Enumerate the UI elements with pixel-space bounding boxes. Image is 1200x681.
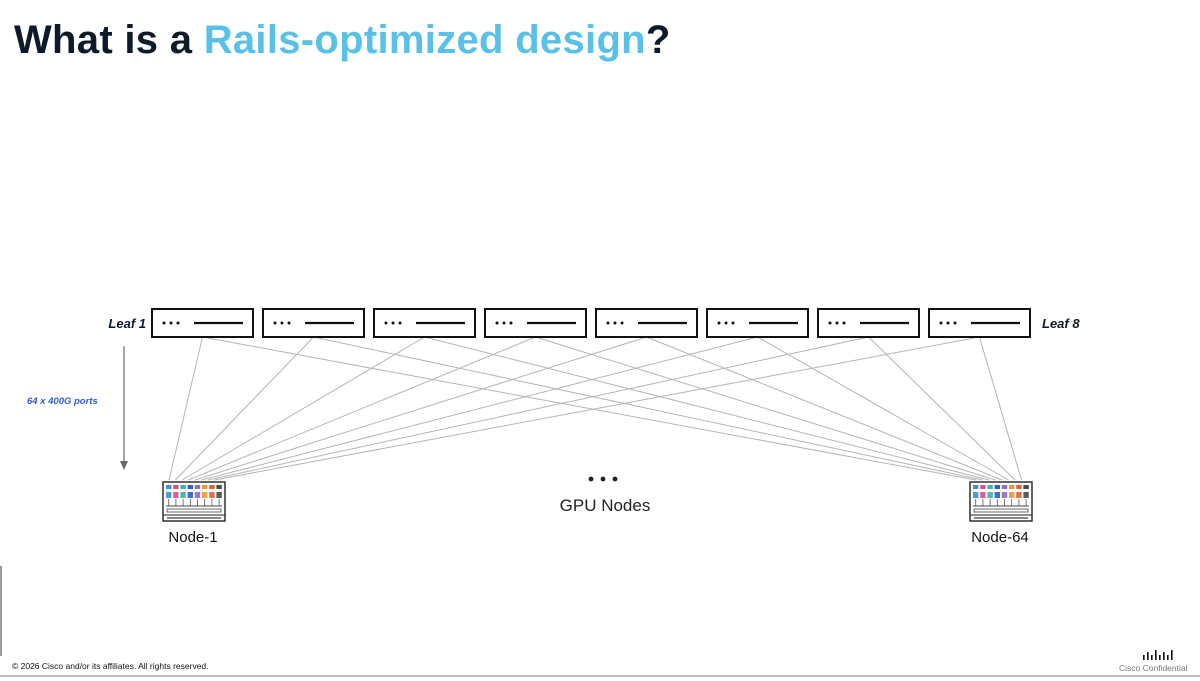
- left-edge-bar: [0, 566, 2, 656]
- link-line: [202, 336, 977, 481]
- node-last-label: Node-64: [971, 529, 1029, 546]
- gpu-server-icon: [969, 481, 1033, 522]
- link-line: [168, 336, 203, 481]
- node-first-label: Node-1: [168, 529, 217, 546]
- link-line: [194, 336, 647, 481]
- switch-icon: [484, 308, 587, 338]
- link-line: [175, 336, 314, 481]
- cisco-bridge-logo: [1143, 650, 1173, 660]
- footer-divider: [0, 675, 1200, 677]
- switch-icon: [262, 308, 365, 338]
- link-line: [201, 336, 758, 481]
- leaf-switches: [151, 308, 1031, 338]
- link-line: [424, 336, 990, 481]
- gpu-server-icon: [162, 481, 226, 522]
- switch-icon: [151, 308, 254, 338]
- link-line: [181, 336, 425, 481]
- switch-icon: [928, 308, 1031, 338]
- ports-arrow: [120, 346, 128, 470]
- link-line: [757, 336, 1009, 481]
- link-line: [646, 336, 1003, 481]
- link-line: [313, 336, 983, 481]
- switch-icon: [373, 308, 476, 338]
- link-line: [868, 336, 1016, 481]
- ports-label: 64 x 400G ports: [27, 396, 98, 407]
- link-line: [979, 336, 1022, 481]
- footer-confidential: Cisco Confidential: [1119, 663, 1188, 673]
- switch-icon: [817, 308, 920, 338]
- switch-icon: [595, 308, 698, 338]
- link-lines: [168, 336, 1022, 481]
- leaf-last-label: Leaf 8: [1042, 316, 1080, 331]
- link-line: [535, 336, 996, 481]
- link-line: [188, 336, 536, 481]
- link-line: [207, 336, 869, 481]
- title-highlight: Rails-optimized design: [203, 18, 646, 62]
- switch-icon: [706, 308, 809, 338]
- slide-title: What is a Rails-optimized design?: [14, 14, 671, 66]
- gpu-nodes-label: GPU Nodes: [560, 496, 651, 515]
- title-prefix: What is a: [14, 18, 204, 62]
- title-suffix: ?: [645, 18, 671, 62]
- footer-copyright: © 2026 Cisco and/or its affiliates. All …: [12, 661, 209, 671]
- link-line: [214, 336, 980, 481]
- ellipsis-icon: [588, 476, 618, 482]
- leaf-first-label: Leaf 1: [108, 316, 146, 331]
